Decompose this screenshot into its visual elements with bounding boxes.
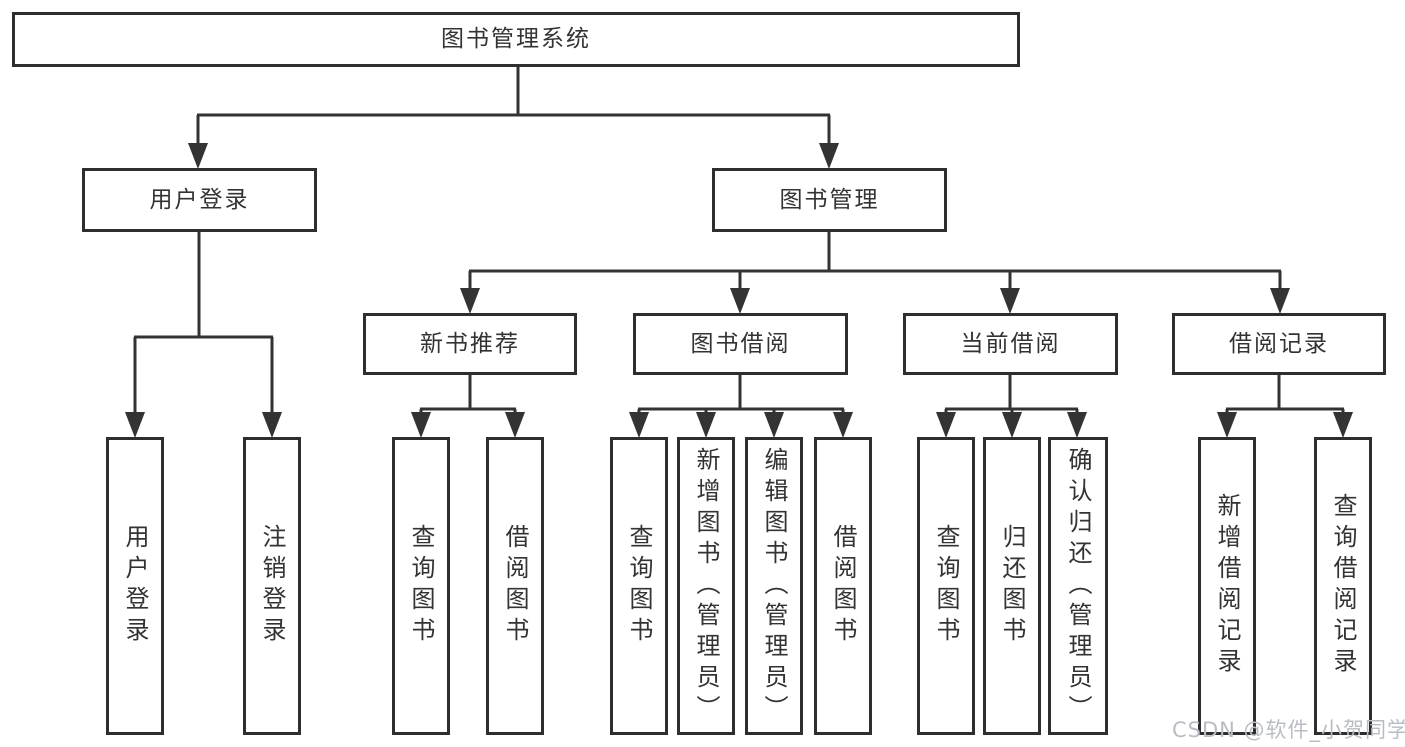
- leaf-label: 用户登录: [121, 524, 149, 648]
- leaf-label: 查询图书: [625, 524, 653, 648]
- arrow-down-icon: [696, 412, 716, 438]
- leaf-label: 编辑图书（管理员）: [760, 446, 788, 726]
- node-current-borrowing: 当前借阅: [903, 313, 1118, 375]
- leaf-borrow-books-borrowing: 借阅图书: [814, 437, 872, 735]
- node-label: 新书推荐: [420, 330, 520, 357]
- leaf-label: 新增图书（管理员）: [692, 446, 720, 726]
- arrow-down-icon: [764, 412, 784, 438]
- arrow-down-icon: [188, 143, 208, 169]
- leaf-label: 注销登录: [258, 524, 286, 648]
- node-book-borrowing: 图书借阅: [633, 313, 848, 375]
- arrowhead-icons: [125, 143, 1353, 438]
- leaf-confirm-return-admin: 确认归还（管理员）: [1048, 437, 1108, 735]
- leaf-label: 归还图书: [998, 524, 1026, 648]
- arrow-down-icon: [819, 143, 839, 169]
- leaf-label: 查询图书: [407, 524, 435, 648]
- arrow-down-icon: [1000, 288, 1020, 314]
- node-book-management: 图书管理: [712, 168, 947, 232]
- leaf-edit-book-admin: 编辑图书（管理员）: [745, 437, 803, 735]
- leaf-label: 借阅图书: [829, 524, 857, 648]
- arrow-down-icon: [262, 412, 282, 438]
- node-label: 用户登录: [149, 186, 250, 213]
- node-user-login: 用户登录: [82, 168, 317, 232]
- leaf-label: 借阅图书: [501, 524, 529, 648]
- node-label: 图书借阅: [690, 330, 791, 357]
- node-label: 图书管理系统: [441, 26, 591, 52]
- leaf-return-books: 归还图书: [983, 437, 1041, 735]
- arrow-down-icon: [730, 288, 750, 314]
- arrow-down-icon: [1333, 412, 1353, 438]
- leaf-label: 查询借阅记录: [1329, 493, 1357, 679]
- leaf-query-borrow-record: 查询借阅记录: [1314, 437, 1372, 735]
- leaf-label: 新增借阅记录: [1213, 493, 1241, 679]
- arrow-down-icon: [1067, 412, 1087, 438]
- node-new-book-recommend: 新书推荐: [363, 313, 577, 375]
- arrow-down-icon: [1270, 288, 1290, 314]
- leaf-add-borrow-record: 新增借阅记录: [1198, 437, 1256, 735]
- node-label: 借阅记录: [1229, 330, 1329, 357]
- leaf-query-books-current: 查询图书: [917, 437, 975, 735]
- arrow-down-icon: [1002, 412, 1022, 438]
- leaf-logout: 注销登录: [243, 437, 301, 735]
- node-label: 图书管理: [779, 186, 880, 213]
- leaf-borrow-books-recommend: 借阅图书: [486, 437, 544, 735]
- leaf-add-book-admin: 新增图书（管理员）: [677, 437, 735, 735]
- arrow-down-icon: [1217, 412, 1237, 438]
- tree-edges: [133, 67, 1345, 416]
- node-library-management-system: 图书管理系统: [12, 12, 1020, 67]
- arrow-down-icon: [505, 412, 525, 438]
- leaf-query-books-borrowing: 查询图书: [610, 437, 668, 735]
- arrow-down-icon: [833, 412, 853, 438]
- arrow-down-icon: [411, 412, 431, 438]
- leaf-user-login: 用户登录: [106, 437, 164, 735]
- leaf-label: 查询图书: [932, 524, 960, 648]
- leaf-label: 确认归还（管理员）: [1064, 446, 1092, 726]
- arrow-down-icon: [125, 412, 145, 438]
- arrow-down-icon: [629, 412, 649, 438]
- node-label: 当前借阅: [960, 330, 1061, 357]
- csdn-watermark: CSDN @软件_小贺同学: [1172, 718, 1405, 742]
- arrow-down-icon: [936, 412, 956, 438]
- leaf-query-books-recommend: 查询图书: [392, 437, 450, 735]
- node-borrowing-records: 借阅记录: [1172, 313, 1386, 375]
- arrow-down-icon: [460, 288, 480, 314]
